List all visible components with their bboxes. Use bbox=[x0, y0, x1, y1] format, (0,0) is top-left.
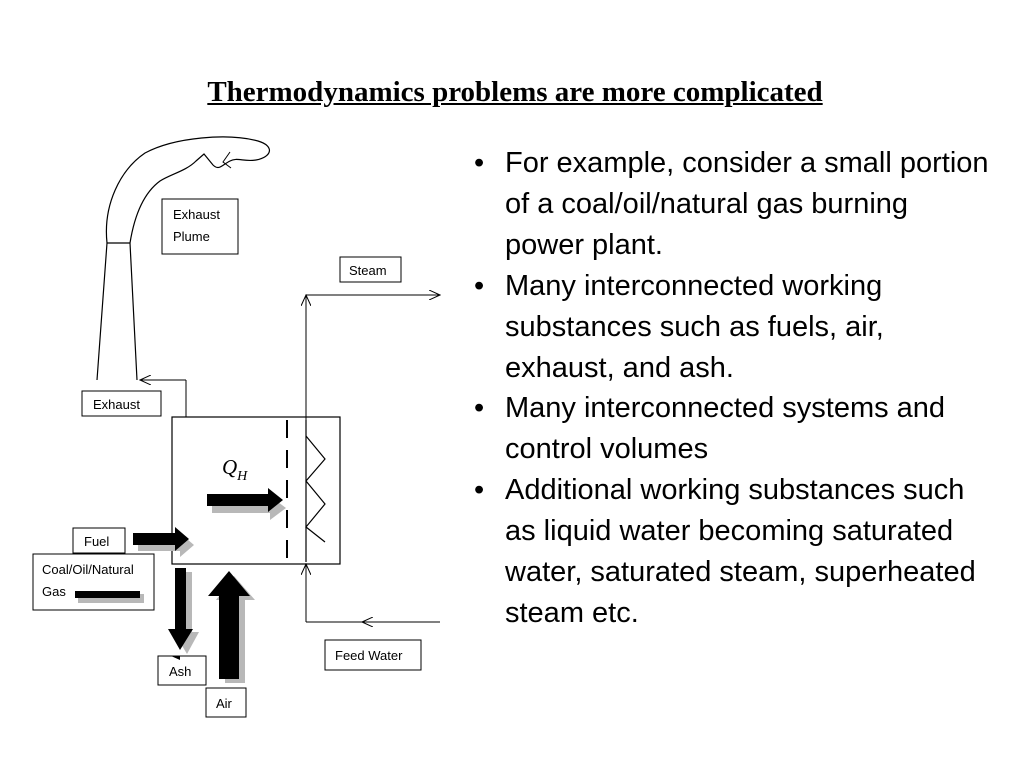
svg-text:Air: Air bbox=[216, 696, 233, 711]
air-arrow bbox=[208, 571, 255, 683]
svg-text:Feed Water: Feed Water bbox=[335, 648, 403, 663]
bullet-list: For example, consider a small portion of… bbox=[474, 143, 994, 633]
fuel-arrow bbox=[133, 527, 194, 557]
svg-text:Ash: Ash bbox=[169, 664, 191, 679]
heat-symbol: QH bbox=[222, 455, 248, 484]
svg-text:Gas: Gas bbox=[42, 584, 66, 599]
heat-flow-arrow bbox=[207, 488, 286, 520]
svg-text:Exhaust: Exhaust bbox=[173, 207, 220, 222]
fuel-feed-bar-front bbox=[75, 591, 144, 603]
chimney-stack bbox=[96, 136, 270, 381]
svg-text:Steam: Steam bbox=[349, 263, 387, 278]
exhaust-plume-shape bbox=[105, 136, 270, 244]
label-feed-water: Feed Water bbox=[324, 639, 422, 671]
steam-line bbox=[306, 295, 440, 420]
label-exhaust-plume: Exhaust Plume bbox=[161, 198, 239, 255]
svg-text:Fuel: Fuel bbox=[84, 534, 109, 549]
bullet-item: Many interconnected working substances s… bbox=[474, 266, 994, 389]
label-exhaust: Exhaust bbox=[81, 390, 162, 417]
heat-exchanger-coil bbox=[305, 420, 326, 562]
svg-text:Plume: Plume bbox=[173, 229, 210, 244]
power-plant-diagram: QH Exhaust Plume Steam Exhaust Fuel bbox=[32, 136, 470, 718]
label-air: Air bbox=[205, 687, 247, 718]
label-ash: Ash bbox=[157, 655, 207, 686]
bullet-item: Many interconnected systems and control … bbox=[474, 388, 994, 470]
bullet-item: Additional working substances such as li… bbox=[474, 470, 994, 634]
bullet-item: For example, consider a small portion of… bbox=[474, 143, 994, 266]
ash-arrow-tip bbox=[171, 656, 180, 660]
svg-text:Coal/Oil/Natural: Coal/Oil/Natural bbox=[42, 562, 134, 577]
slide-title: Thermodynamics problems are more complic… bbox=[207, 76, 823, 108]
svg-text:Exhaust: Exhaust bbox=[93, 397, 140, 412]
label-fuel: Fuel bbox=[72, 527, 126, 554]
exhaust-line bbox=[140, 380, 187, 417]
boiler-box bbox=[171, 416, 341, 565]
feed-water-line bbox=[306, 564, 440, 622]
ash-arrow bbox=[168, 568, 199, 654]
label-steam: Steam bbox=[339, 256, 402, 283]
